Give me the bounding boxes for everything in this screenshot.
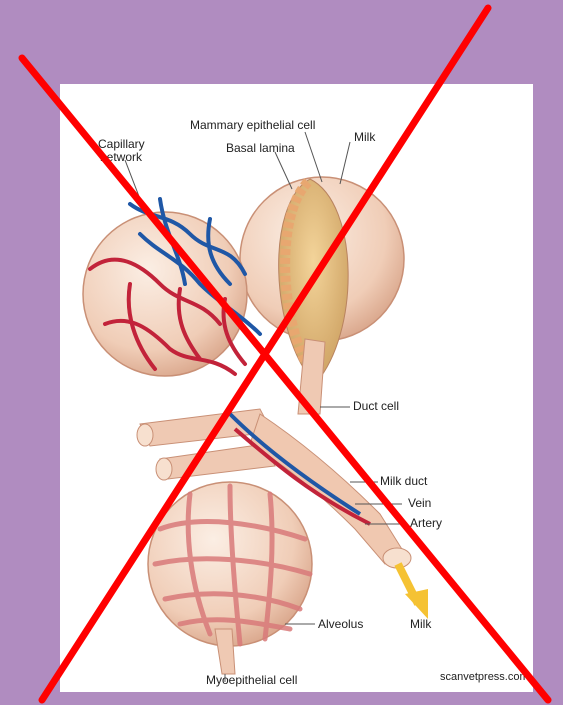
label-mammary-epithelial-cell: Mammary epithelial cell [190, 118, 315, 132]
label-milk-bottom: Milk [410, 617, 431, 631]
credit-text: scanvetpress.com [440, 671, 529, 683]
label-basal-lamina: Basal lamina [226, 141, 295, 155]
label-milk-top: Milk [354, 130, 375, 144]
label-duct-cell: Duct cell [353, 399, 399, 413]
label-capillary-network-line1: Capillary [98, 137, 145, 151]
label-myoepithelial-cell: Myoepithelial cell [206, 673, 297, 687]
mammary-alveolus-illustration [60, 84, 533, 692]
milk-arrow [398, 564, 428, 619]
label-alveolus: Alveolus [318, 617, 363, 631]
cut-alveolus [240, 177, 404, 414]
label-capillary-network-line2: network [100, 150, 142, 164]
label-milk-duct: Milk duct [380, 474, 427, 488]
capillary-alveolus [83, 199, 260, 376]
label-vein: Vein [408, 496, 431, 510]
label-artery: Artery [410, 516, 442, 530]
myoepithelial-alveolus [148, 482, 312, 674]
diagram-panel: Mammary epithelial cell Milk Basal lamin… [60, 84, 533, 692]
